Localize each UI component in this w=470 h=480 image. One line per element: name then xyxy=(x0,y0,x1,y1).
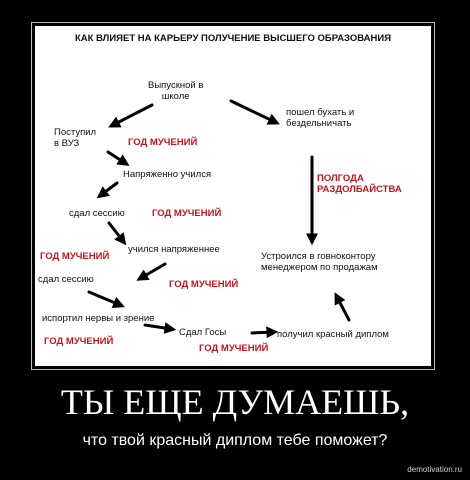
arrow-graduation-to-university xyxy=(108,103,154,128)
picture-frame xyxy=(31,22,435,370)
arrow-graduation-to-drinking xyxy=(229,99,280,125)
node-graduation: Выпускной в школе xyxy=(148,80,204,102)
label-year-5: ГОД МУЧЕНИЙ xyxy=(44,336,114,347)
label-year-1: ГОД МУЧЕНИЙ xyxy=(128,137,198,148)
node-drinking: пошел бухать и бездельничать xyxy=(286,107,355,129)
node-job: Устроился в говноконтору менеджером по п… xyxy=(261,251,378,273)
node-studied-harder: учился напряженнее xyxy=(128,244,220,255)
poster-headline: ТЫ ЕЩЕ ДУМАЕШЬ, xyxy=(60,382,410,422)
label-year-6: ГОД МУЧЕНИЙ xyxy=(199,343,269,354)
node-red-diploma: получил красный диплом xyxy=(277,329,389,340)
arrows-layer xyxy=(87,99,351,339)
node-university: Поступил в ВУЗ xyxy=(54,127,97,149)
arrow-session-to-nerves xyxy=(87,290,125,308)
career-diagram: КАК ВЛИЯЕТ НА КАРЬЕРУ ПОЛУЧЕНИЕ ВЫСШЕГО … xyxy=(35,26,431,366)
arrow-exams-to-diploma xyxy=(250,326,279,339)
label-year-2: ГОД МУЧЕНИЙ xyxy=(152,208,222,219)
diagram-title: КАК ВЛИЯЕТ НА КАРЬЕРУ ПОЛУЧЕНИЕ ВЫСШЕГО … xyxy=(74,33,392,44)
label-year-4: ГОД МУЧЕНИЙ xyxy=(169,279,239,290)
node-session-1: сдал сессию xyxy=(69,208,125,219)
label-slacking: ПОЛГОДА РАЗДОЛБАЙСТВА xyxy=(317,173,402,195)
node-session-2: сдал сессию xyxy=(38,274,94,285)
node-state-exams: Сдал Госы xyxy=(179,327,227,338)
arrow-diploma-to-job xyxy=(334,292,351,322)
node-studied-hard: Напряженно учился xyxy=(123,169,212,180)
arrow-university-to-studied xyxy=(106,150,130,166)
site-watermark: demotivation.ru xyxy=(407,465,462,474)
label-year-3: ГОД МУЧЕНИЙ xyxy=(40,251,110,262)
node-ruined-health: испортил нервы и зрение xyxy=(42,313,155,324)
arrow-harder-to-session xyxy=(136,262,167,281)
arrow-session-to-harder xyxy=(107,221,127,246)
arrow-studied-to-session xyxy=(96,181,119,199)
arrow-nerves-to-exams xyxy=(143,322,177,334)
poster-subline: что твой красный диплом тебе поможет? xyxy=(82,432,388,449)
